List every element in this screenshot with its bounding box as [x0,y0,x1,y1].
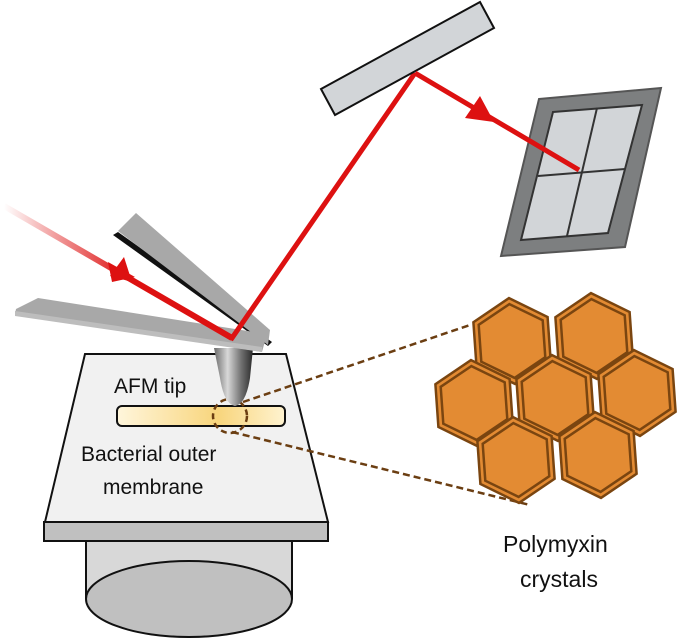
crystal-hexagon-inner [563,416,633,494]
label-membrane-line1: Bacterial outer [81,443,216,466]
stage-cylinder [85,540,293,638]
afm-tip [214,348,253,406]
cantilever-upper [113,213,272,346]
crystal-hexagon-inner [520,359,590,437]
zoom-line-lower [231,430,531,507]
label-crystals-line2: crystals [520,566,598,592]
crystal-hexagon-inner [602,354,672,432]
detector-divider-horizontal [537,168,626,177]
photodetector [499,86,663,258]
crystal-hexagon-inner [477,302,547,380]
laser-to-detector [413,70,581,173]
membrane-strip [116,405,286,427]
label-membrane-line2: membrane [103,476,203,499]
zoom-line-upper [242,323,471,404]
label-afm-tip: AFM tip [114,375,186,398]
crystal-hexagon-inner [559,297,629,375]
laser-arrow-detector [465,96,494,122]
polymyxin-crystals [434,291,677,505]
label-crystals-line1: Polymyxin [503,531,608,557]
laser-reflected [226,71,418,342]
stage-cylinder-bottom [85,560,293,638]
stage-front-edge [43,521,329,542]
crystal-hexagon-inner [481,421,551,499]
zoom-circle [211,397,249,435]
mirror [319,0,496,117]
crystal-hexagon-inner [439,364,509,442]
cantilever-lower [15,298,267,352]
zoom-lines [231,323,531,507]
laser-incoming [2,203,234,341]
